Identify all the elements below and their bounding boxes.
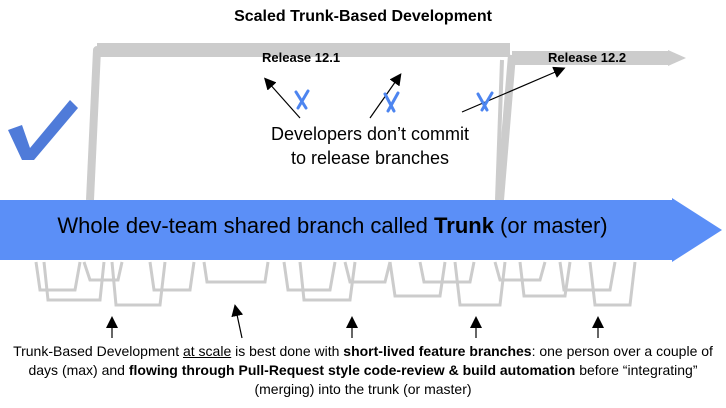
caption: Trunk-Based Development at scale is best…: [6, 342, 720, 399]
release-12-1-label: Release 12.1: [262, 50, 341, 65]
check-icon: [8, 100, 78, 160]
trunk-label-prefix: Whole dev-team shared branch called: [57, 213, 435, 238]
caption-part-1: Trunk-Based Development: [13, 343, 183, 359]
caption-at-scale: at scale: [182, 343, 232, 359]
caption-pr-flow: flowing through Pull-Request style code-…: [128, 362, 576, 378]
release-branch-12-2: [496, 50, 686, 201]
cross-icon: [294, 89, 494, 113]
trunk-arrow: [0, 198, 722, 262]
caption-part-3: is best done with: [231, 343, 344, 359]
feature-arrows: [106, 304, 604, 339]
caption-part-7: before “integrating” (merging) into the …: [254, 362, 698, 397]
trunk-label: Whole dev-team shared branch called Trun…: [0, 213, 665, 239]
caption-part-5: : one person over a couple of days (max)…: [28, 343, 713, 378]
diagram-title: Scaled Trunk-Based Development: [234, 8, 492, 25]
caption-short-lived: short-lived feature branches: [343, 343, 532, 359]
developer-note-line2: to release branches: [290, 148, 450, 168]
developer-note: Developers don’t commit to release branc…: [230, 122, 510, 170]
trunk-label-bold: Trunk: [434, 213, 494, 238]
commit-arrows: [264, 66, 566, 119]
feature-branches: [34, 261, 637, 307]
release-branch-12-1: [86, 43, 510, 201]
release-12-2-label: Release 12.2: [548, 50, 627, 65]
developer-note-line1: Developers don’t commit: [270, 124, 470, 144]
trunk-label-suffix: (or master): [493, 213, 608, 238]
